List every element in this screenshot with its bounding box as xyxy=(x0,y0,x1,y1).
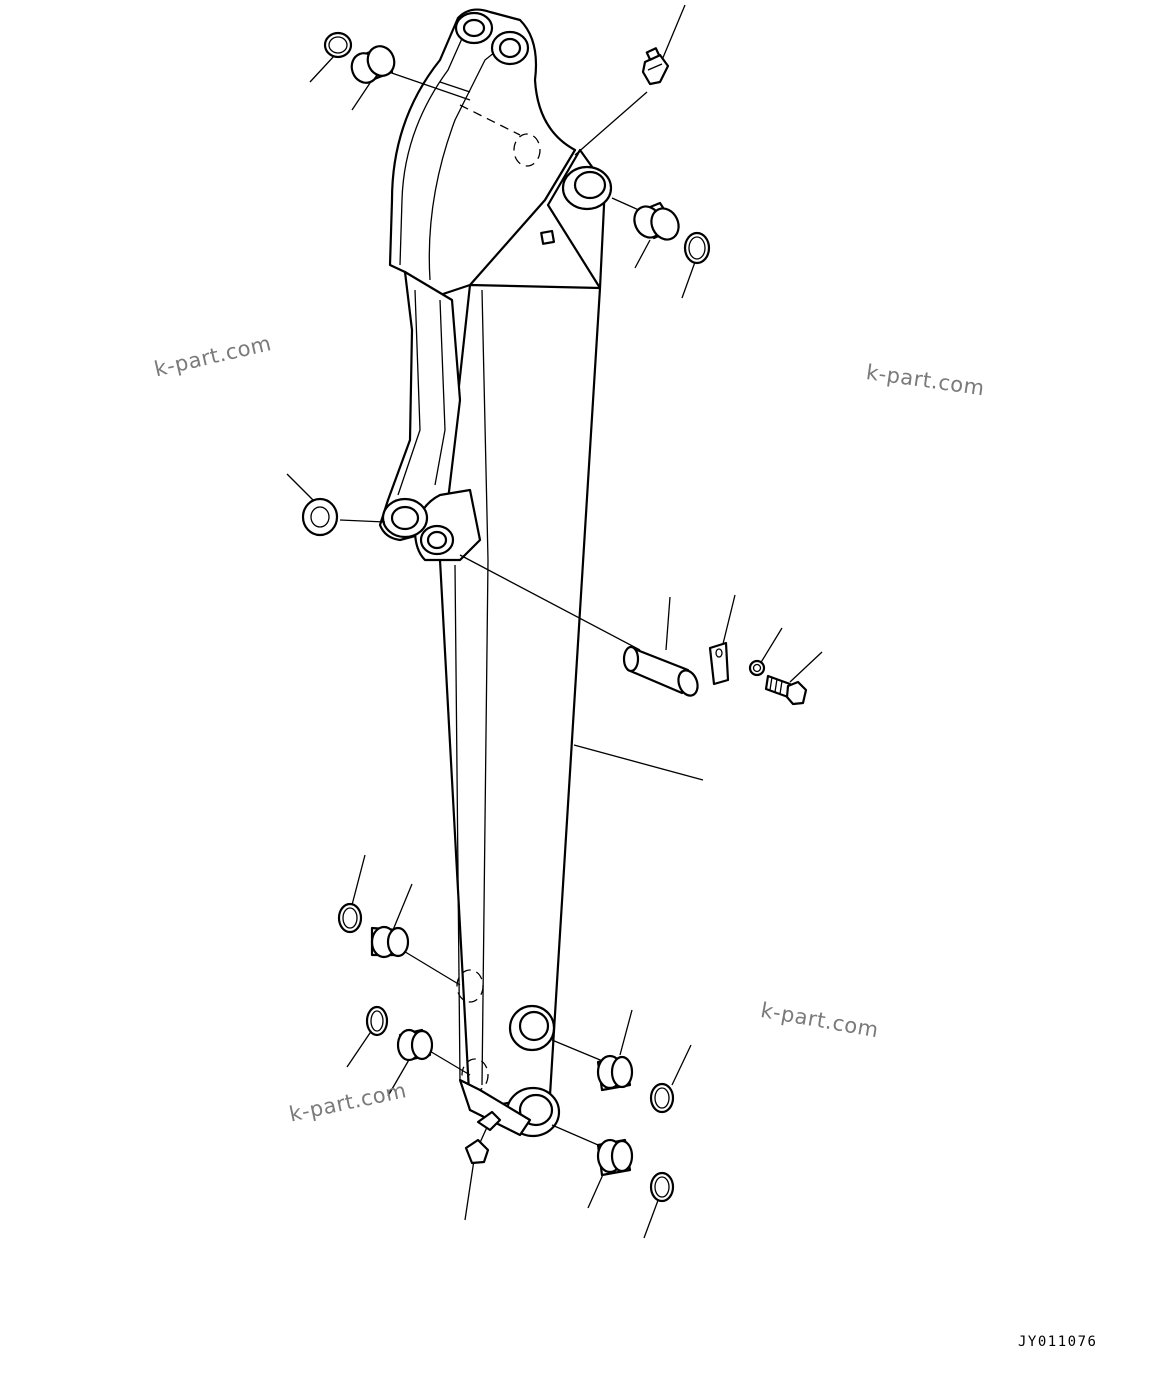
bushing-upper-right xyxy=(633,201,680,241)
bushing-lower-left-1 xyxy=(370,925,410,959)
arm-assembly xyxy=(378,8,613,1138)
bolt xyxy=(764,674,808,706)
lock-plate xyxy=(708,641,730,686)
washer-small xyxy=(748,659,766,677)
bushing-lower-right-1 xyxy=(596,1054,634,1092)
bushing-lower-left-2 xyxy=(396,1028,434,1062)
shim-ring-lower-right-2 xyxy=(649,1171,675,1203)
shim-ring-top-left xyxy=(323,31,353,59)
shim-ring-upper-right xyxy=(683,231,711,265)
grease-fitting-bottom xyxy=(464,1110,502,1165)
shim-ring-lower-right-1 xyxy=(649,1082,675,1114)
thrust-washer-mid xyxy=(301,497,339,537)
shim-ring-lower-left-2 xyxy=(365,1005,389,1037)
grease-fitting-top xyxy=(641,47,670,86)
pin xyxy=(622,645,699,697)
shim-ring-lower-left-1 xyxy=(337,902,363,934)
drawing-code: JY011076 xyxy=(1018,1334,1098,1350)
leader-lines xyxy=(339,69,704,1149)
bushing-lower-right-2 xyxy=(596,1138,634,1177)
callout-ticks xyxy=(286,4,823,1239)
bushing-top-left xyxy=(350,45,396,84)
